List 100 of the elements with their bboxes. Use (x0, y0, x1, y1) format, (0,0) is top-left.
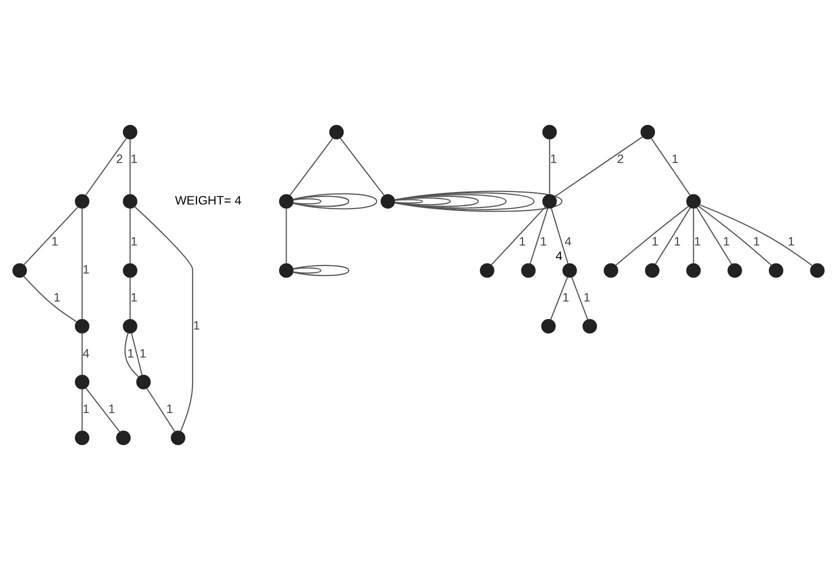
connector (699, 204, 813, 266)
connector (340, 137, 385, 196)
connector (131, 332, 143, 376)
edge-label: 1 (82, 402, 90, 416)
edge-label: 1 (193, 318, 200, 332)
edge-label: 2 (116, 152, 123, 166)
connector (394, 194, 507, 208)
connector (85, 137, 127, 196)
edge-label: 1 (82, 262, 90, 276)
edge-label: 1 (130, 152, 138, 166)
node-circle (542, 194, 557, 208)
edge-label: 4 (564, 234, 572, 248)
node-circle (644, 262, 660, 278)
edge-label: 1 (140, 346, 146, 360)
connector (292, 192, 378, 209)
node-circle (562, 262, 577, 278)
connector (82, 332, 83, 375)
edge-label: 1 (550, 152, 557, 166)
edge-label: 1 (54, 290, 60, 304)
connector (124, 332, 139, 377)
edge-label: 2 (617, 152, 624, 166)
edge-label: 1 (127, 346, 134, 360)
connector (23, 275, 77, 322)
connector (146, 387, 176, 432)
edge-label: 1 (694, 234, 701, 248)
connector (134, 206, 194, 432)
node-circle (521, 262, 536, 278)
connector (530, 207, 548, 264)
connector (490, 206, 546, 265)
connector (654, 206, 691, 264)
connector (550, 276, 568, 320)
node-circle (640, 124, 656, 139)
node-circle (686, 262, 701, 278)
node-circle (279, 194, 294, 208)
node-circle (122, 124, 138, 139)
edge-label: 1 (753, 234, 760, 248)
connector (696, 206, 732, 264)
connector (130, 208, 131, 264)
node-circle (122, 318, 138, 334)
edge-label: 1 (540, 234, 547, 248)
node-circle (74, 430, 90, 445)
connector (23, 206, 78, 265)
edge-label: 1 (672, 152, 679, 166)
connector (292, 264, 350, 276)
node-circle (686, 194, 701, 208)
connector (286, 208, 287, 264)
connector (394, 190, 562, 212)
edge-label: 1 (652, 234, 658, 248)
connector (692, 208, 694, 264)
node-circle (480, 262, 494, 278)
node-circle (74, 318, 90, 334)
edge-label: 1 (130, 290, 138, 304)
edge-label: 1 (130, 234, 138, 248)
connector (394, 196, 451, 205)
node-circle (329, 124, 344, 139)
connector (289, 137, 334, 196)
edge-label: 1 (108, 402, 116, 416)
edge-label: 1 (788, 234, 795, 248)
node-circle (170, 430, 186, 445)
node-circle (122, 194, 138, 208)
node-circle (74, 194, 90, 208)
connector (292, 195, 350, 206)
node-circle (542, 124, 557, 139)
connector (82, 388, 83, 430)
connector (650, 137, 691, 196)
connector (130, 276, 131, 319)
node-circle (810, 262, 825, 278)
edge-label: 1 (723, 234, 730, 248)
edge-label: 1 (562, 290, 570, 304)
node-circle (380, 194, 396, 208)
node-circle (582, 318, 597, 334)
node-circle (604, 262, 618, 278)
node-circle (12, 262, 27, 278)
node-circle (279, 262, 294, 278)
connector (394, 192, 535, 210)
connector (293, 266, 322, 274)
edge-label: 1 (518, 234, 526, 248)
connector (550, 208, 568, 264)
label: WEIGHT= 4 (174, 192, 242, 207)
edge-label: 1 (584, 290, 590, 304)
edge-label: 1 (166, 402, 174, 416)
connector (82, 208, 83, 320)
edge-label: 1 (51, 234, 58, 248)
edge-label: 1 (674, 234, 681, 248)
node-circle (728, 262, 742, 278)
connector (698, 205, 772, 266)
connector (394, 195, 479, 206)
connector (293, 198, 322, 204)
node-circle (74, 374, 90, 389)
node-label: 4 (556, 248, 562, 263)
node-circle (136, 374, 151, 389)
connector (130, 138, 131, 194)
connector (549, 138, 550, 194)
connector (394, 198, 423, 204)
node-circle (116, 430, 131, 445)
node-circle (768, 262, 784, 278)
node-circle (122, 262, 138, 278)
node-circle (541, 318, 556, 334)
connector (615, 205, 689, 266)
connector (86, 387, 120, 432)
